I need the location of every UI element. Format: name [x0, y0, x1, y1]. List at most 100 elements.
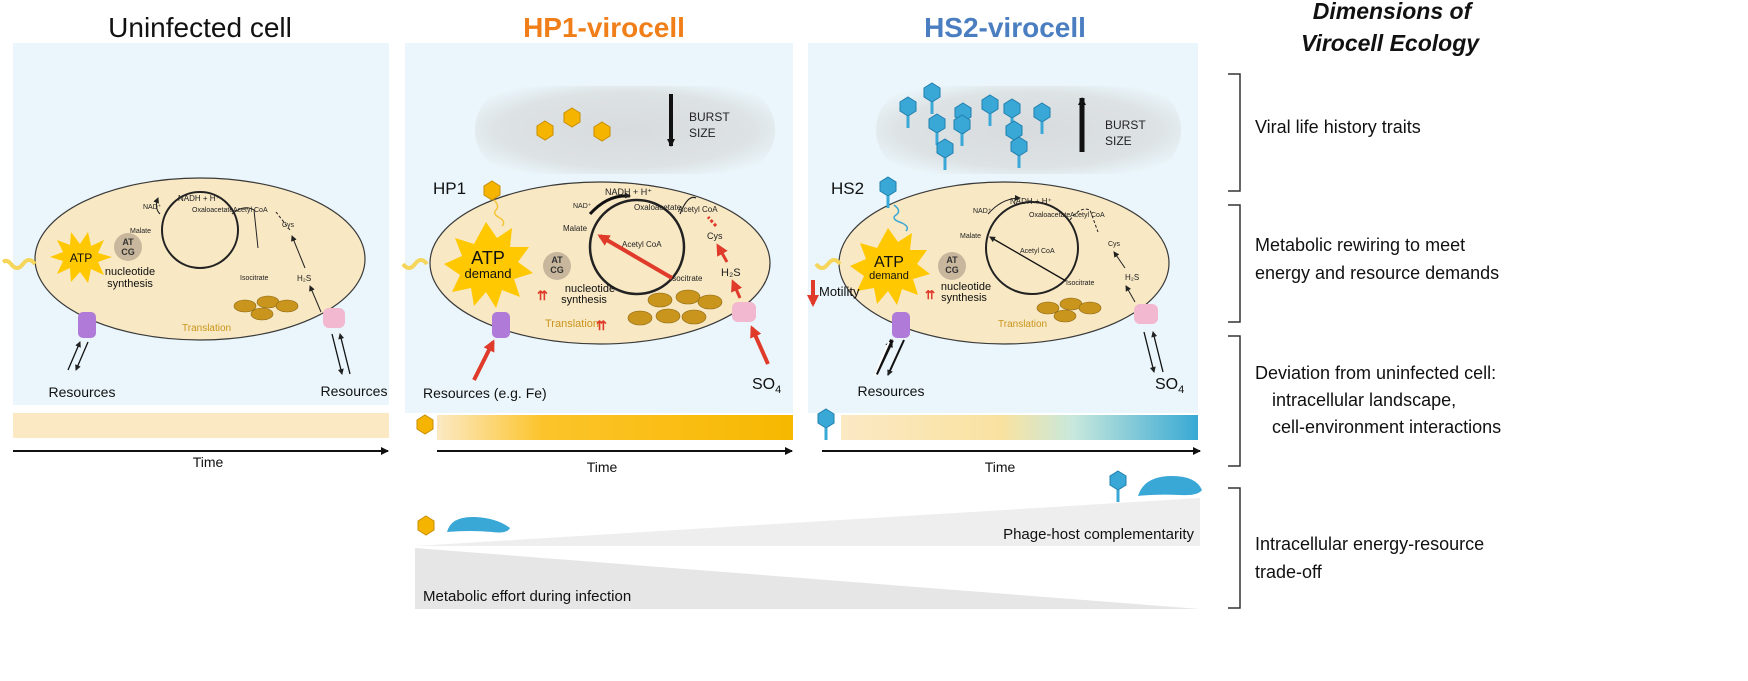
atp-star: [50, 232, 112, 283]
label-translation: Translation: [182, 323, 231, 334]
burst-label-hs2-1: BURST: [1105, 118, 1146, 132]
label-nadh-hp1: NADH + H⁺: [605, 187, 652, 197]
nucleotide-hp1-2: synthesis: [561, 294, 607, 306]
dimension-2-line-1: Metabolic rewiring to meet: [1255, 235, 1465, 255]
label-cys-hp1: Cys: [707, 231, 723, 241]
nucleotide-hs2-2: synthesis: [941, 292, 987, 304]
host-cell-large: [1138, 476, 1202, 496]
dimension-3-line-2: intracellular landscape,: [1272, 390, 1456, 410]
transporter-hp1-left: [492, 312, 510, 338]
label-h2s: H₂S: [297, 274, 311, 283]
label-isocitrate: Isocitrate: [240, 275, 269, 282]
dimension-2-line-2: energy and resource demands: [1255, 263, 1499, 283]
label-atcg-1: AT: [122, 237, 134, 247]
transporter-hs2-right: [1134, 304, 1158, 324]
title-hp1: HP1-virocell: [523, 12, 685, 43]
atcg-hp1-1: AT: [551, 255, 563, 265]
red-up-arrows-trans: ⇈: [596, 318, 607, 333]
label-cys-hs2: Cys: [1108, 241, 1121, 248]
complementarity-label: Phage-host complementarity: [1003, 526, 1194, 543]
transporter-right: [323, 308, 345, 328]
complementarity-wedge: [415, 498, 1200, 546]
resources-right: Resources: [321, 383, 388, 399]
nucleotide-hs2-1: nucleotide: [941, 281, 991, 293]
label-isocitrate-hs2: Isocitrate: [1066, 280, 1095, 287]
ribosomes-hs2: [1036, 297, 1102, 323]
hp1-virocell: BURST SIZE HP1 NADH + H⁺ NAD⁺ Oxaloaceta…: [401, 86, 781, 401]
label-oxaloacetate-hs2: Oxaloacetate: [1029, 212, 1070, 219]
label-oxaloacetate: Oxaloacetate: [192, 207, 233, 214]
label-h2s-hs2: H₂S: [1125, 273, 1139, 282]
label-acetyl-coa-hs2: Acetyl CoA: [1070, 212, 1105, 219]
host-cell-small: [447, 516, 510, 533]
dimension-4-line-2: trade-off: [1255, 562, 1323, 582]
dimension-4-line-1: Intracellular energy-resource: [1255, 534, 1484, 554]
atp-demand-star-hp1: [444, 222, 533, 308]
label-nucleotide-1: nucleotide: [105, 266, 155, 278]
burst-label-hp1-1: BURST: [689, 110, 730, 124]
time-label-hs2: Time: [985, 459, 1016, 475]
so4-hs2: SO4: [1155, 376, 1184, 396]
label-oxaloacetate-hp1: Oxaloacetate: [634, 203, 682, 212]
resources-hp1: Resources (e.g. Fe): [423, 385, 547, 401]
label-atp: ATP: [70, 251, 92, 265]
label-h2s-hp1: H₂S: [721, 267, 741, 279]
red-shunt-arrow: [597, 234, 674, 280]
label-acetyl-coa-hs2-2: Acetyl CoA: [1020, 248, 1055, 255]
motility-hs2: Motility: [819, 284, 860, 299]
bracket-1: [1228, 73, 1241, 192]
time-label-uninfected: Time: [193, 454, 224, 470]
so4-hp1: SO4: [752, 376, 781, 396]
atp-demand-star-hs2: [850, 228, 930, 305]
uninfected-cell: NADH + H⁺ NAD⁺ Oxaloacetate Acetyl CoA M…: [1, 177, 388, 400]
bracket-2: [1228, 204, 1241, 323]
hs2-virocell: BURST SIZE HS2 NADH + H⁺ NAD⁺ Oxaloaceta…: [807, 81, 1184, 399]
label-nadh-hs2: NADH + H⁺: [1010, 197, 1052, 206]
phage-label-hp1: HP1: [433, 179, 466, 198]
label-malate-hp1: Malate: [563, 224, 588, 233]
resources-left: Resources: [49, 384, 116, 400]
time-bar-hs2: [841, 415, 1198, 440]
atp-hs2: ATP: [874, 254, 904, 271]
atcg-hs2-2: CG: [945, 265, 959, 275]
red-up-arrows-nuc-hs2: ⇈: [925, 288, 935, 302]
label-acetyl-coa-hp1: Acetyl CoA: [678, 205, 718, 214]
label-cys: Cys: [282, 222, 295, 229]
burst-label-hp1-2: SIZE: [689, 126, 716, 140]
time-label-hp1: Time: [587, 459, 618, 475]
ribosomes: [233, 295, 299, 321]
nucleotide-hp1-1: nucleotide: [565, 283, 615, 295]
atp-hp1: ATP: [471, 248, 505, 268]
title-hs2: HS2-virocell: [924, 12, 1086, 43]
time-bar-uninfected: [13, 413, 389, 438]
dimension-3-line-1: Deviation from uninfected cell:: [1255, 363, 1496, 383]
translation-hp1: Translation: [545, 318, 599, 330]
ribosomes-hp1: [627, 289, 723, 326]
dimensions-title-2: Virocell Ecology: [1301, 30, 1480, 56]
demand-hp1: demand: [465, 266, 512, 281]
transporter-left: [78, 312, 96, 338]
label-atcg-2: CG: [121, 247, 135, 257]
bracket-3: [1228, 335, 1241, 467]
translation-hs2: Translation: [998, 319, 1047, 330]
label-malate-hs2: Malate: [960, 233, 981, 240]
effort-label: Metabolic effort during infection: [423, 588, 631, 605]
label-acetyl-coa: Acetyl CoA: [233, 207, 268, 214]
burst-cloud-hp1: [475, 86, 775, 174]
atcg-hs2-1: AT: [946, 255, 958, 265]
flagellum: [1, 258, 37, 270]
label-malate: Malate: [130, 228, 151, 235]
label-nad-hp1: NAD⁺: [573, 203, 592, 210]
bracket-4: [1228, 487, 1241, 609]
atcg-hp1-2: CG: [550, 265, 564, 275]
transporter-hp1-right: [732, 302, 756, 322]
dimension-3-line-3: cell-environment interactions: [1272, 417, 1501, 437]
burst-label-hs2-2: SIZE: [1105, 134, 1132, 148]
label-acetyl-coa-hp1-2: Acetyl CoA: [622, 240, 662, 249]
dimensions-title-1: Dimensions of: [1313, 0, 1474, 24]
label-nadh: NADH + H⁺: [178, 194, 220, 203]
label-nad-hs2: NAD⁺: [973, 208, 992, 215]
phage-label-hs2: HS2: [831, 179, 864, 198]
demand-hs2: demand: [869, 270, 909, 282]
